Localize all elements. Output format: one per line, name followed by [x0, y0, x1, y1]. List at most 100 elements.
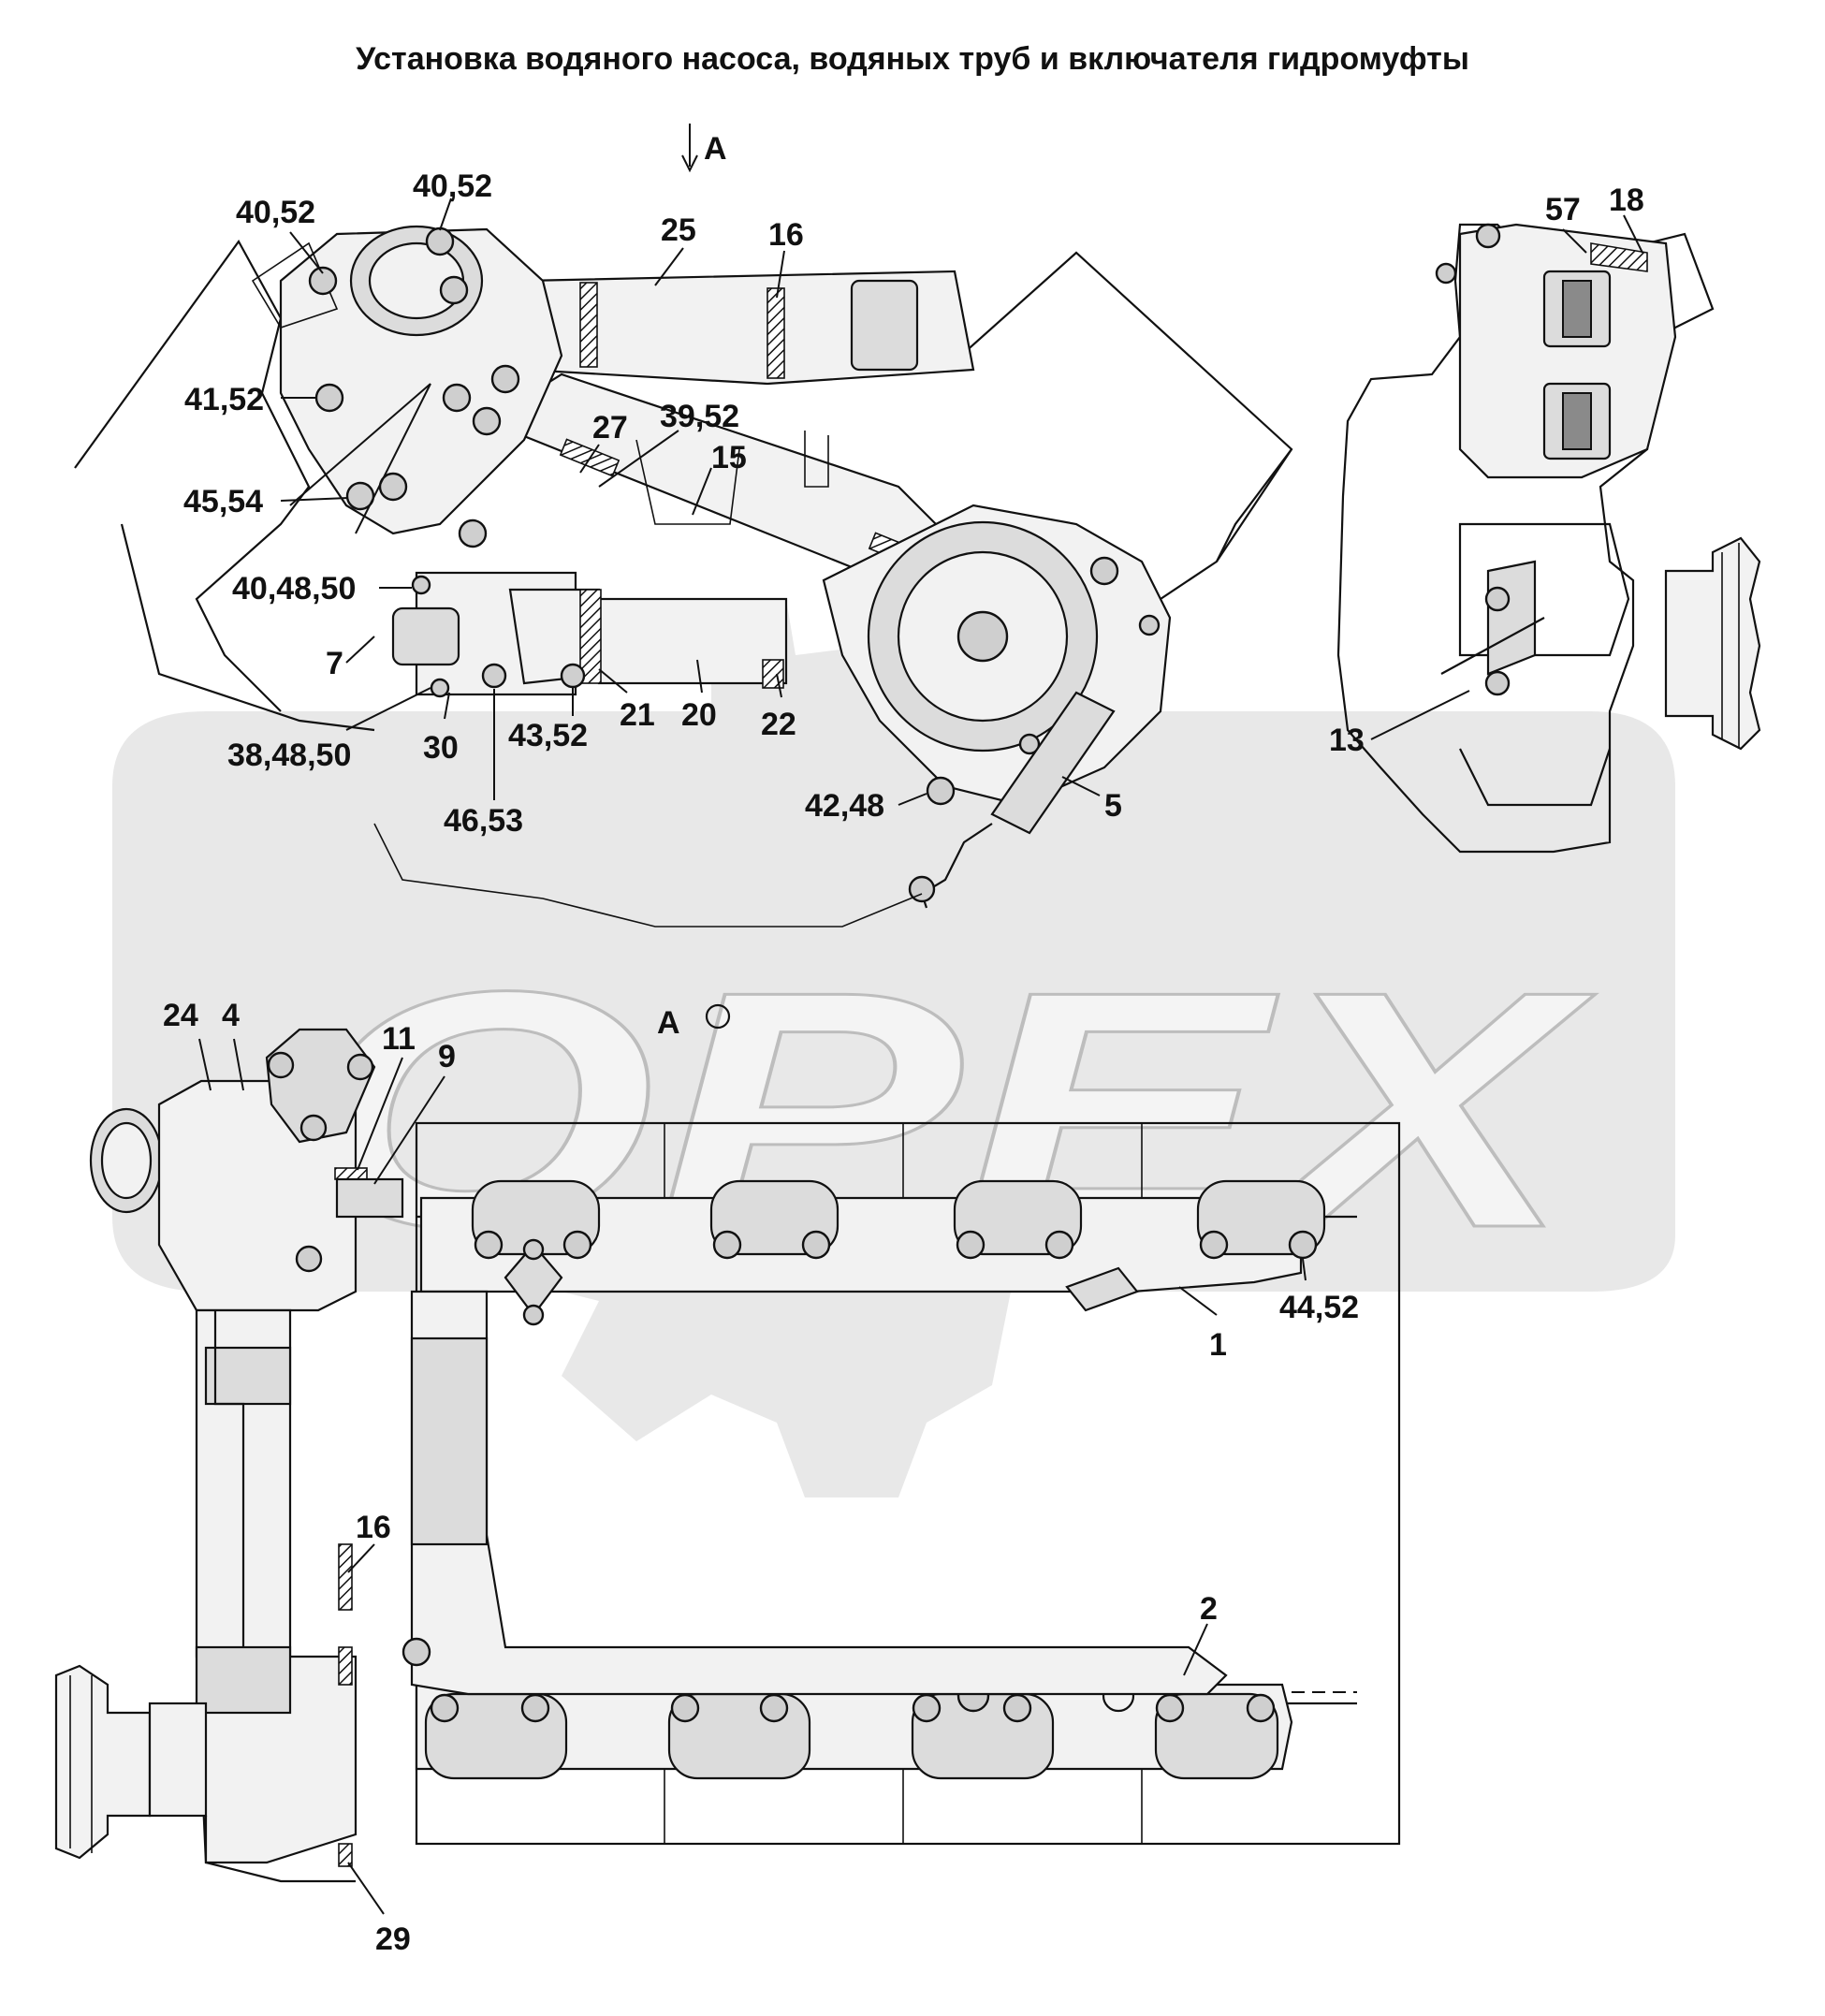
front-view	[74, 225, 1293, 928]
plan-view	[54, 1003, 1401, 1883]
diagram-title: Установка водяного насоса, водяных труб …	[356, 41, 1469, 77]
m2-bolt-5	[912, 1693, 942, 1723]
side-bolt-left	[1435, 262, 1457, 285]
hose-clamp-left	[579, 282, 598, 368]
clamp-29	[338, 1843, 353, 1867]
thermostat-lower-core	[1562, 392, 1592, 450]
leader-40-48-50-b	[355, 383, 431, 534]
bolt-mid	[442, 383, 472, 413]
block-outline-bottom	[120, 523, 375, 732]
leader-25	[654, 247, 684, 286]
bolt-46-53	[481, 663, 507, 689]
leader-40-52-b	[439, 197, 452, 231]
watermark: OPEX	[112, 599, 1675, 1497]
small-flange	[1065, 1266, 1139, 1312]
pump-bolt-c	[1018, 733, 1041, 755]
pulley-side	[1664, 536, 1761, 751]
leader-24	[198, 1038, 212, 1091]
m2-bolt-2	[520, 1693, 550, 1723]
pump-flange-9	[335, 1177, 404, 1219]
bracket-small	[804, 431, 829, 488]
m2-bolt-1	[430, 1693, 460, 1723]
bolt-42-48	[926, 776, 956, 806]
view-arrow-a: A	[681, 124, 727, 173]
riser-bolt	[402, 1637, 431, 1667]
leader-39-52	[598, 430, 679, 488]
callout-15: 15	[711, 440, 747, 475]
block-lower-contour	[373, 823, 923, 928]
leader-13	[1370, 690, 1470, 740]
callout-16: 16	[768, 217, 804, 253]
thermostat-housing-side	[1458, 223, 1677, 479]
m2-bolt-8	[1246, 1693, 1276, 1723]
leader-lines	[198, 197, 1643, 1915]
bolt-40-48-50	[411, 575, 431, 595]
callout-46-53: 46,53	[444, 803, 523, 839]
leader-7	[345, 635, 375, 664]
leader-29	[347, 1862, 385, 1915]
bolt-41-52	[314, 383, 344, 413]
switch-lever	[1440, 617, 1545, 675]
callout-18: 18	[1609, 183, 1644, 218]
callout-7: 7	[326, 646, 343, 681]
m1-bolt-6	[1044, 1230, 1074, 1260]
callout-5: 5	[1104, 788, 1122, 824]
callout-29: 29	[375, 1921, 411, 1957]
callout-22: 22	[761, 707, 796, 742]
hose-clamp-16	[766, 287, 785, 379]
thermostat-housing	[279, 227, 563, 535]
flange-bolt-a	[522, 1238, 545, 1261]
leader-5	[1061, 776, 1101, 796]
m2-bolt-4	[759, 1693, 789, 1723]
leader-4	[233, 1038, 244, 1091]
view-a-circle	[705, 1003, 731, 1030]
bolt-43-52	[560, 663, 586, 689]
m1-bolt-7	[1199, 1230, 1229, 1260]
gasket-11	[334, 1167, 368, 1180]
callout-38-48-50: 38,48,50	[227, 738, 351, 773]
m1-bolt-44-52	[1288, 1230, 1318, 1260]
callout-57: 57	[1545, 192, 1581, 227]
riser-pipe-shade	[410, 1337, 489, 1546]
pump-outlet-5	[990, 691, 1116, 835]
callout-43-52: 43,52	[508, 718, 588, 753]
leader-45-54	[280, 497, 349, 502]
drain-fitting	[908, 875, 936, 903]
callout-20: 20	[681, 697, 717, 733]
bolt-mid-right	[490, 364, 520, 394]
m1-bolt-1	[474, 1230, 504, 1260]
bracket-15	[635, 439, 740, 525]
callout-25: 25	[661, 212, 696, 248]
bolt-top-right	[439, 275, 469, 305]
view-arrow-label: A	[704, 131, 727, 167]
pump-cover	[265, 1028, 376, 1144]
callout-30: 30	[423, 730, 459, 766]
pipe-coupling-lower	[195, 1645, 292, 1715]
switch-bolt-b	[1484, 670, 1511, 696]
callout-42-48: 42,48	[805, 788, 884, 824]
leader-57	[1562, 228, 1587, 254]
callout-21: 21	[620, 697, 655, 733]
m2-bolt-6	[1002, 1693, 1032, 1723]
pipe-coupling-upper	[204, 1346, 292, 1406]
block-outline-right-2	[1216, 448, 1292, 562]
coupling-switch-13	[1486, 560, 1537, 676]
pump-body-side	[1458, 522, 1630, 657]
m1-bolt-3	[712, 1230, 742, 1260]
manifold-1-bolts	[474, 1230, 1318, 1260]
clamp-mid-lower	[338, 1646, 353, 1686]
inner-pipe	[213, 1310, 245, 1647]
leader-16	[776, 250, 785, 299]
cover-bolt-b	[346, 1053, 374, 1081]
m1-bolt-4	[801, 1230, 831, 1260]
pump-shaft-nut	[956, 610, 1009, 663]
leader-42-48	[898, 793, 927, 806]
leader-1	[1178, 1286, 1218, 1316]
manifold-1-flange	[504, 1243, 563, 1317]
bolt-38-48-50	[430, 678, 450, 698]
switch-bolt-a	[1484, 586, 1511, 612]
flange-left	[251, 241, 339, 329]
clamp-22	[762, 659, 784, 689]
m1-bolt-5	[956, 1230, 986, 1260]
